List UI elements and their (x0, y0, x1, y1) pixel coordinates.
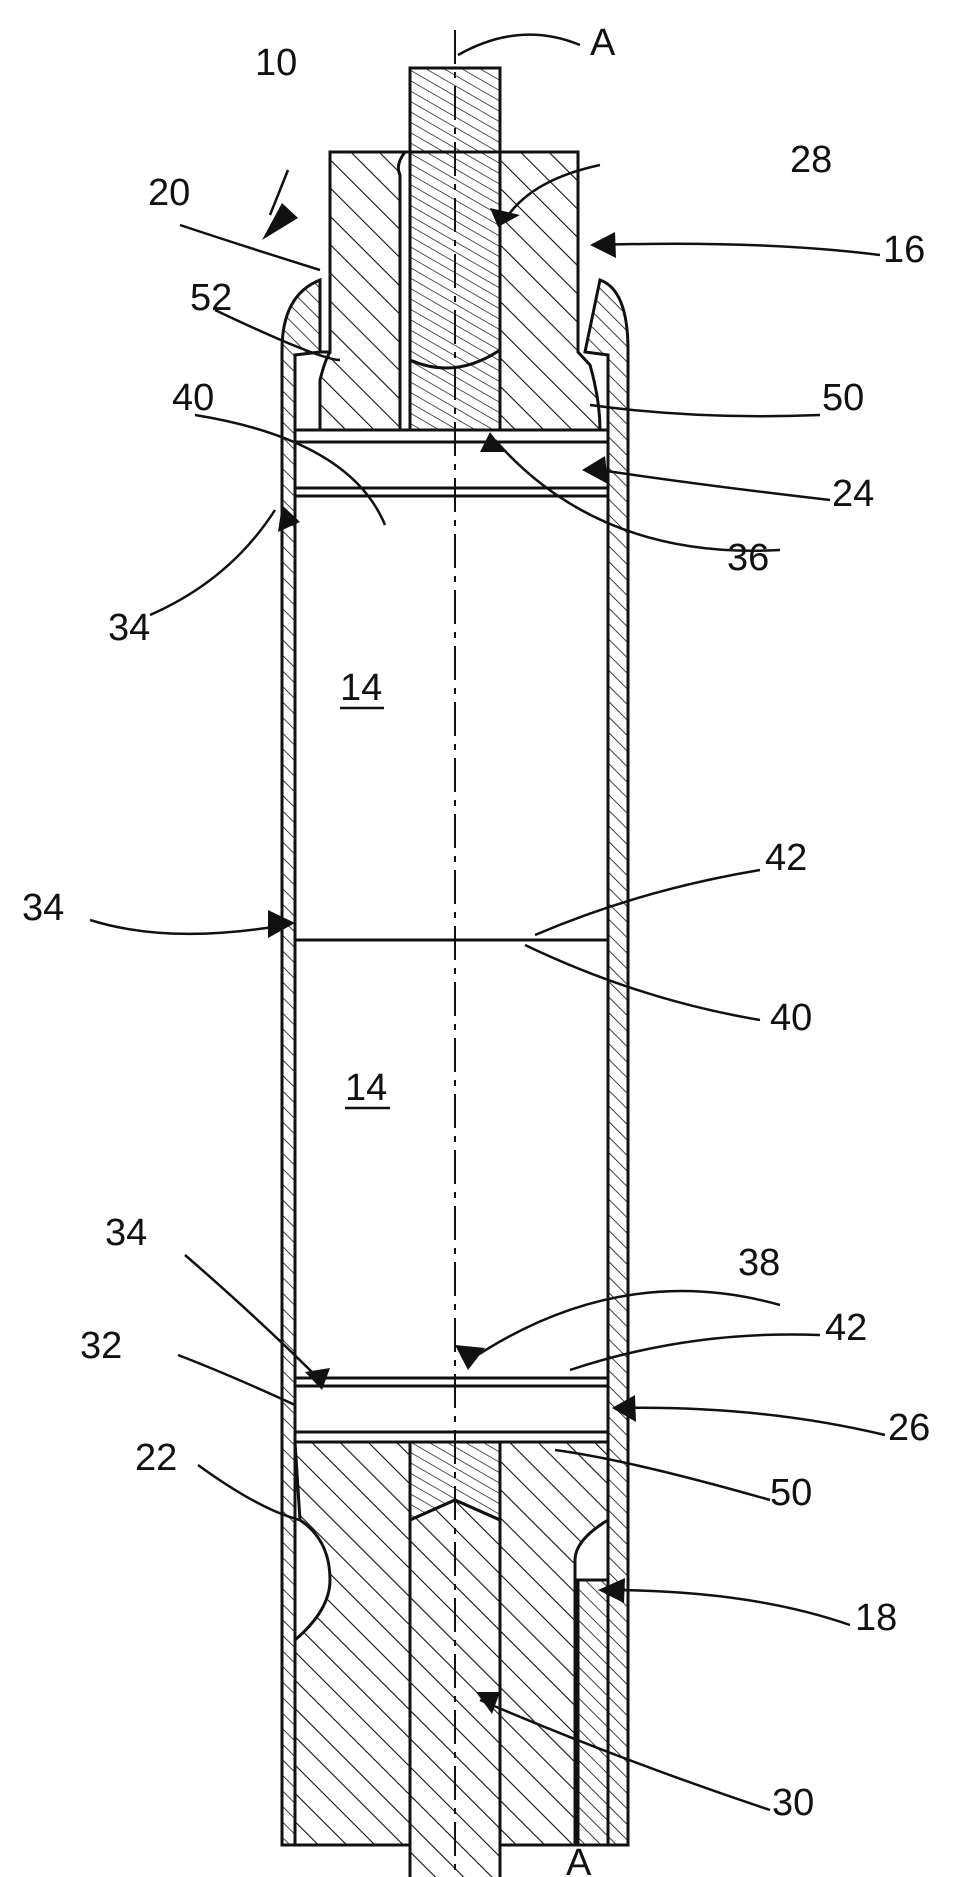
label-24: 24 (832, 473, 874, 515)
label-28: 28 (790, 139, 832, 181)
label-50a: 50 (822, 377, 864, 419)
label-26: 26 (888, 1407, 930, 1449)
label-10: 10 (255, 42, 297, 84)
label-30: 30 (772, 1782, 814, 1824)
label-axis-bottom: A (566, 1842, 592, 1877)
label-20: 20 (148, 172, 190, 214)
label-34a: 34 (108, 607, 150, 649)
label-52: 52 (190, 277, 232, 319)
label-axis-top: A (590, 22, 616, 64)
label-32: 32 (80, 1325, 122, 1367)
label-18: 18 (855, 1597, 897, 1639)
label-34c: 34 (105, 1212, 147, 1254)
label-42a: 42 (765, 837, 807, 879)
label-42b: 42 (825, 1307, 867, 1349)
label-14a: 14 (340, 667, 382, 709)
label-22: 22 (135, 1437, 177, 1479)
label-16: 16 (883, 229, 925, 271)
label-36: 36 (727, 537, 769, 579)
label-34b: 34 (22, 887, 64, 929)
label-50b: 50 (770, 1472, 812, 1514)
top-spacer (295, 430, 608, 496)
bottom-spacer (295, 1378, 608, 1442)
label-40b: 40 (770, 997, 812, 1039)
label-14b: 14 (345, 1067, 387, 1109)
label-38: 38 (738, 1242, 780, 1284)
label-40a: 40 (172, 377, 214, 419)
